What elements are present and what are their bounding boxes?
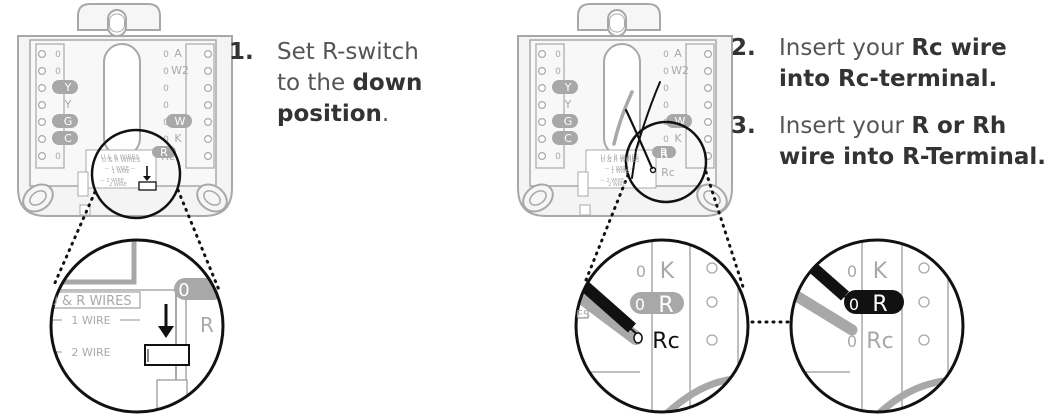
plate-left-switch-opt2: 2 WIRE — [109, 182, 127, 188]
svg-text:R: R — [660, 146, 668, 159]
zoom1-zero: 0 — [178, 280, 189, 301]
step-text-run: Insert your — [779, 35, 912, 61]
step-number: 3. — [731, 113, 756, 139]
step-text-bold: R or Rh — [911, 113, 1007, 139]
zoom3-zero-badge: 0 — [849, 295, 859, 314]
zoom2-zero-badge: 0 — [635, 295, 645, 314]
zoom2-es: ES — [576, 308, 590, 321]
step-line: wire into R-Terminal. — [779, 142, 1046, 173]
step-line: Insert your Rc wire — [779, 33, 1007, 64]
plate-right-switch-opt2: 2 WIRE — [608, 182, 626, 188]
zoom3-r: R — [872, 292, 887, 317]
plate-left-switch — [138, 166, 157, 191]
zoom1-r: R — [200, 313, 214, 337]
step-text-bold: down — [352, 70, 423, 96]
step-text-bold: wire into R-Terminal. — [779, 144, 1046, 170]
plate-right-wires — [612, 81, 661, 179]
plate-right-switch-opt1: 1 WIRE — [611, 169, 629, 175]
plate-left-terminals: Rc R — [152, 146, 176, 163]
plate-left-switch-title: U & R WIRES — [102, 157, 141, 164]
step-line: Insert your R or Rh — [779, 111, 1046, 142]
zoom1-opt2: 2 WIRE — [71, 346, 110, 359]
plate-right-terminals: R Rc — [652, 146, 676, 179]
step-line: Set R-switch — [277, 37, 422, 68]
magnifier-right — [624, 120, 708, 204]
dotted-guides-left — [52, 188, 221, 292]
zoom2-rc: Rc — [652, 329, 679, 354]
plate-right-switch-title: U & R WIRES — [601, 157, 640, 164]
zoom-circle-3 — [791, 240, 963, 412]
step-number: 2. — [731, 35, 756, 61]
step-text-bold: into Rc-terminal. — [779, 66, 998, 92]
zoom2-r: R — [658, 293, 673, 318]
dotted-guides-right — [582, 170, 794, 324]
step-text-run: Insert your — [779, 113, 912, 139]
svg-text:R: R — [160, 146, 168, 159]
plate-left-switch-opt1: 1 WIRE — [112, 169, 130, 175]
zoom2-k: K — [660, 259, 675, 284]
svg-text:Rc: Rc — [661, 166, 675, 179]
magnifier-left — [90, 128, 182, 220]
step-text-run: to the — [277, 70, 353, 96]
step-text-bold: Rc wire — [911, 35, 1007, 61]
step-number: 1. — [229, 39, 254, 65]
zoom3-zero: 0 — [847, 262, 857, 281]
zoom2-zero: 0 — [636, 262, 646, 281]
zoom3-zero-rc: 0 — [847, 332, 857, 351]
zoom-circle-2 — [576, 240, 748, 412]
zoom1-title: U & R WIRES — [48, 294, 131, 309]
step-text-run: . — [381, 101, 390, 127]
plate-right-label-r: R — [660, 148, 668, 161]
step-text-run: Set R-switch — [277, 39, 419, 65]
zoom1-opt1: 1 WIRE — [71, 314, 110, 327]
step-text-bold: position — [277, 101, 382, 127]
zoom3-k: K — [873, 259, 888, 284]
step-line: into Rc-terminal. — [779, 64, 1007, 95]
step-line: to the down — [277, 68, 422, 99]
step-line: position. — [277, 99, 422, 130]
zoom3-rc: Rc — [866, 329, 893, 354]
